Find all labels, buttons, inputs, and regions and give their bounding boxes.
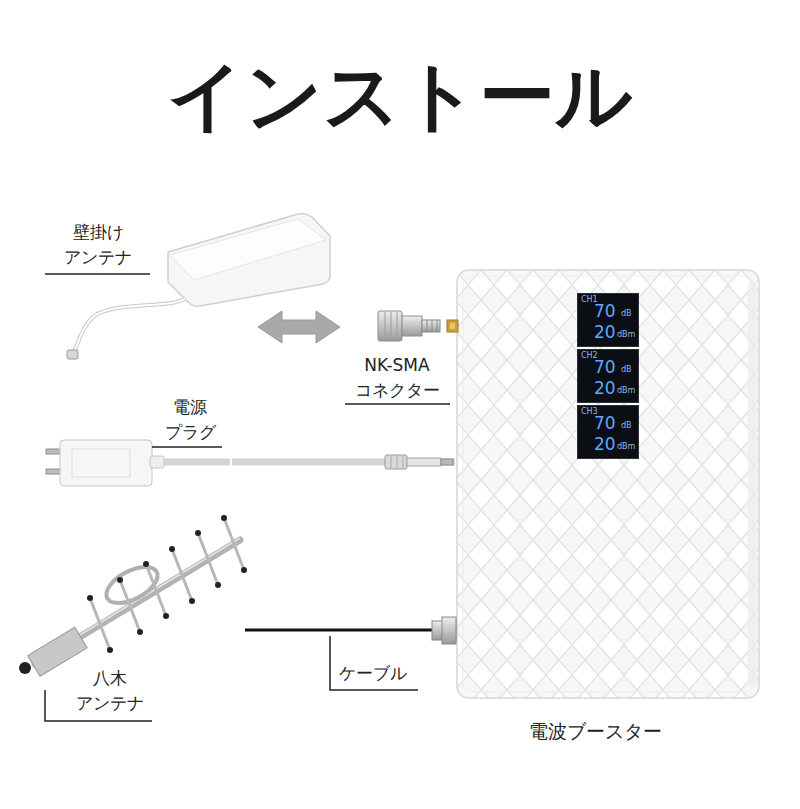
rod-cap — [195, 530, 201, 536]
dc-plug-shaft — [407, 458, 441, 466]
yagi-antenna-part: 八木 アンテナ — [15, 520, 245, 720]
display-panel: CH370dB20dBm — [577, 405, 639, 459]
rod-cap — [137, 629, 143, 635]
dc-plug-ridge — [403, 456, 404, 468]
yagi-antenna — [19, 515, 247, 676]
rod-cap — [241, 567, 247, 573]
connector-line — [232, 459, 455, 466]
n-connector-port — [432, 617, 456, 644]
power-adapter — [46, 440, 230, 486]
dc-plug — [385, 455, 453, 469]
strain-relief — [150, 456, 164, 468]
rod-cap — [107, 647, 113, 653]
connector-ridge — [397, 312, 398, 340]
rod-cap — [163, 613, 169, 619]
connector-thread-line — [432, 320, 433, 332]
connector-ridge — [385, 312, 386, 340]
yagi-mount — [28, 627, 88, 676]
connector-ridge — [391, 312, 392, 340]
dc-plug-grip — [385, 455, 407, 469]
nk-sma-connector — [378, 311, 440, 341]
label-underline — [152, 446, 222, 448]
power-plug-part: 電源 プラグ — [40, 393, 232, 488]
dc-plug-tip — [441, 459, 453, 465]
part-label: 電源 プラグ — [150, 395, 230, 444]
booster-part: 電波ブースターCH170dB20dBmCH270dB20dBmCH370dB20… — [455, 268, 760, 750]
unit-label: dB — [621, 310, 632, 318]
antenna-port-pin — [450, 323, 455, 329]
power-value: 20 — [594, 380, 616, 397]
yagi-rod — [90, 598, 110, 650]
page-title: インストール — [0, 50, 800, 141]
part-label: 八木 アンテナ — [65, 666, 155, 715]
wall-antenna-part: 壁掛け アンテナ — [45, 218, 258, 345]
gain-value: 70 — [594, 359, 616, 376]
booster-rim — [463, 276, 753, 692]
unit-label: dB — [621, 422, 632, 430]
connector-nut — [378, 311, 402, 341]
connector-line — [245, 629, 455, 632]
part-label: 電波ブースター — [485, 718, 705, 746]
unit-label: dBm — [617, 443, 635, 451]
connector-part: NK-SMA コネクター — [340, 305, 456, 405]
connector-body — [402, 316, 422, 336]
rod-cap — [215, 582, 221, 588]
booster-body — [457, 270, 759, 698]
yagi-cap — [19, 662, 31, 674]
label-leaders — [45, 274, 450, 721]
unit-label: dB — [621, 366, 632, 374]
part-label: 壁掛け アンテナ — [45, 220, 151, 269]
display-panel: CH170dB20dBm — [577, 293, 639, 347]
antenna-port — [447, 320, 458, 332]
rod-cap — [221, 515, 227, 521]
booster-side — [748, 282, 757, 686]
label-underline — [345, 403, 450, 405]
rod-cap — [189, 598, 195, 604]
yagi-rod — [172, 549, 192, 601]
gain-value: 70 — [594, 303, 616, 320]
power-value: 20 — [594, 324, 616, 341]
connector-thread — [422, 320, 440, 332]
rod-cap — [143, 561, 149, 567]
adapter-body — [60, 440, 152, 486]
n-port-flange — [442, 617, 456, 644]
dc-plug-ridge — [397, 456, 398, 468]
rod-cap — [169, 546, 175, 552]
adapter-sticker — [72, 449, 130, 477]
connector-thread-line — [437, 320, 438, 332]
power-value: 20 — [594, 436, 616, 453]
booster-housing — [447, 270, 759, 698]
cable-plug — [67, 350, 78, 359]
yagi-rods — [90, 518, 244, 650]
dc-plug-ridge — [391, 456, 392, 468]
rod-cap — [87, 595, 93, 601]
label-underline — [45, 273, 150, 275]
double-arrow — [258, 311, 340, 343]
antenna-face — [170, 219, 326, 280]
coax-cable — [245, 630, 455, 631]
yagi-rod-caps — [87, 515, 247, 653]
yagi-rod — [146, 564, 166, 616]
yagi-rod — [224, 518, 244, 570]
unit-label: dBm — [617, 387, 635, 395]
antenna-cable — [74, 298, 186, 352]
display-panel: CH270dB20dBm — [577, 349, 639, 403]
part-label: NK-SMA コネクター — [340, 353, 454, 402]
antenna-cable-core — [74, 298, 186, 352]
edge-label: ケーブル — [337, 662, 409, 684]
antenna-panel — [168, 213, 330, 306]
gain-value: 70 — [594, 415, 616, 432]
cable-leader — [330, 636, 418, 690]
rod-cap — [117, 577, 123, 583]
yagi-rod — [120, 580, 140, 632]
connector-thread-line — [427, 320, 428, 332]
yagi-rod — [198, 533, 218, 585]
unit-label: dBm — [617, 331, 635, 339]
